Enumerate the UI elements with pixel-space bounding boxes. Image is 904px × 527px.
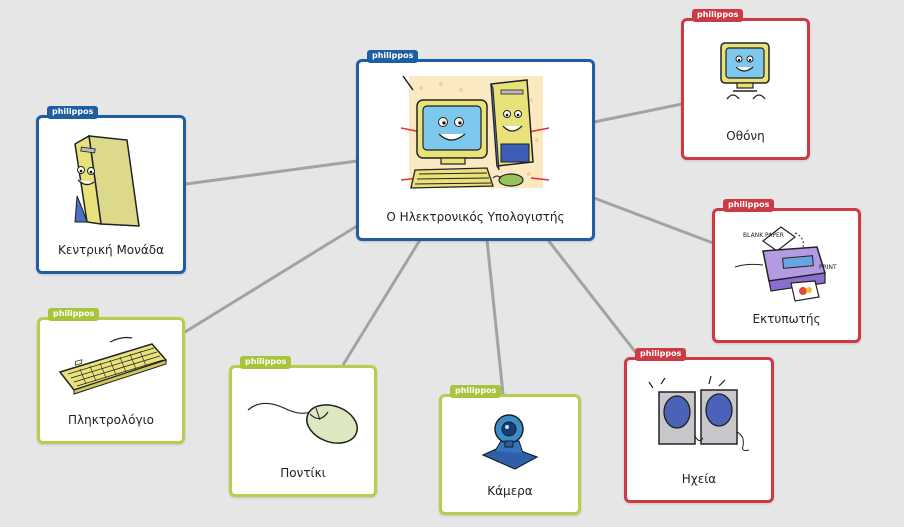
webcam-icon — [442, 411, 578, 471]
author-tag: philippos — [48, 308, 100, 321]
printer-print-text: PRINT — [819, 264, 837, 271]
link-monitor — [593, 102, 683, 124]
printer-paper-text: BLANK PAPER — [743, 232, 784, 239]
link-cpu — [185, 159, 358, 186]
node-keyboard[interactable]: philippos — [37, 308, 185, 444]
author-tag: philippos — [367, 50, 419, 63]
node-label: Πληκτρολόγιο — [68, 413, 154, 427]
link-printer — [593, 196, 714, 245]
node-central-unit[interactable]: philippos Κεντρική Μονάδα — [36, 106, 186, 274]
monitor-icon — [684, 39, 807, 107]
node-label: Ο Ηλεκτρονικός Υπολογιστής — [386, 210, 565, 224]
author-tag: philippos — [635, 348, 687, 361]
author-tag: philippos — [47, 106, 99, 119]
link-mouse — [341, 239, 422, 366]
node-speakers[interactable]: philippos Ηχεία — [624, 348, 774, 503]
node-computer[interactable]: philippos — [356, 50, 595, 241]
node-monitor[interactable]: philippos Οθόνη — [681, 9, 810, 160]
mouse-icon — [232, 390, 374, 450]
link-keyboard — [184, 224, 358, 334]
node-label: Ηχεία — [681, 472, 717, 486]
link-camera — [485, 239, 505, 395]
node-label: Ποντίκι — [280, 466, 326, 480]
node-printer[interactable]: philippos BLANK PAPER PRINT Εκτυπωτής — [712, 199, 861, 343]
tower-case-icon — [39, 130, 183, 230]
speakers-icon — [627, 374, 771, 454]
printer-icon: BLANK PAPER PRINT — [715, 223, 858, 303]
keyboard-icon — [40, 334, 182, 396]
node-label: Κεντρική Μονάδα — [57, 243, 164, 257]
node-mouse[interactable]: philippos Ποντίκι — [229, 356, 377, 497]
node-label: Κάμερα — [487, 484, 533, 498]
node-label: Εκτυπωτής — [752, 312, 821, 326]
author-tag: philippos — [692, 9, 744, 22]
author-tag: philippos — [240, 356, 292, 369]
node-camera[interactable]: philippos Κάμερα — [439, 385, 581, 515]
author-tag: philippos — [450, 385, 502, 398]
node-label: Οθόνη — [726, 129, 765, 143]
computer-illustration-icon — [359, 70, 592, 195]
link-speakers — [546, 239, 642, 359]
author-tag: philippos — [723, 199, 775, 212]
